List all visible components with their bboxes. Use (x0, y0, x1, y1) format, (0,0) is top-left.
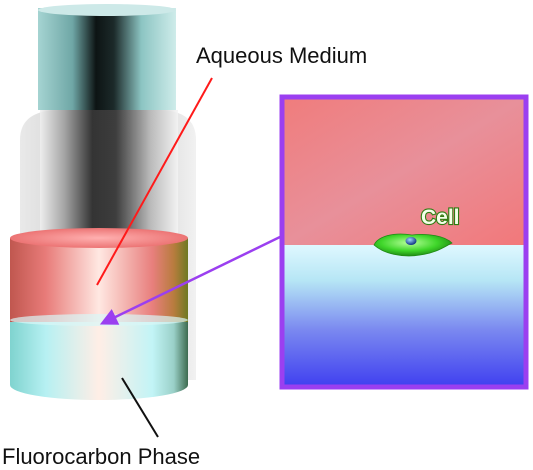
cell-body (373, 233, 453, 257)
cell-label: Cell (421, 206, 460, 229)
cell-nucleus (405, 237, 417, 245)
inset-view: Cell (279, 94, 529, 390)
fluorocarbon-phase-label: Fluorocarbon Phase (2, 444, 200, 469)
aqueous-top-surface (10, 228, 188, 248)
aqueous-medium-label: Aqueous Medium (196, 43, 367, 68)
fluorocarbon-layer (10, 320, 188, 400)
fluorocarbon-pointer-line (121, 377, 159, 438)
lens-cap (38, 8, 176, 110)
inset-aqueous (282, 97, 526, 245)
lens-body-inner (40, 110, 178, 240)
interface-line (10, 314, 188, 326)
sample-dish (10, 228, 188, 400)
aqueous-pointer-line (96, 77, 213, 286)
inset-pointer-arrow (99, 234, 283, 325)
lens-cap-top (38, 4, 176, 16)
cell (373, 233, 453, 257)
inset-fluorocarbon (282, 245, 526, 387)
inset-frame (279, 94, 529, 390)
